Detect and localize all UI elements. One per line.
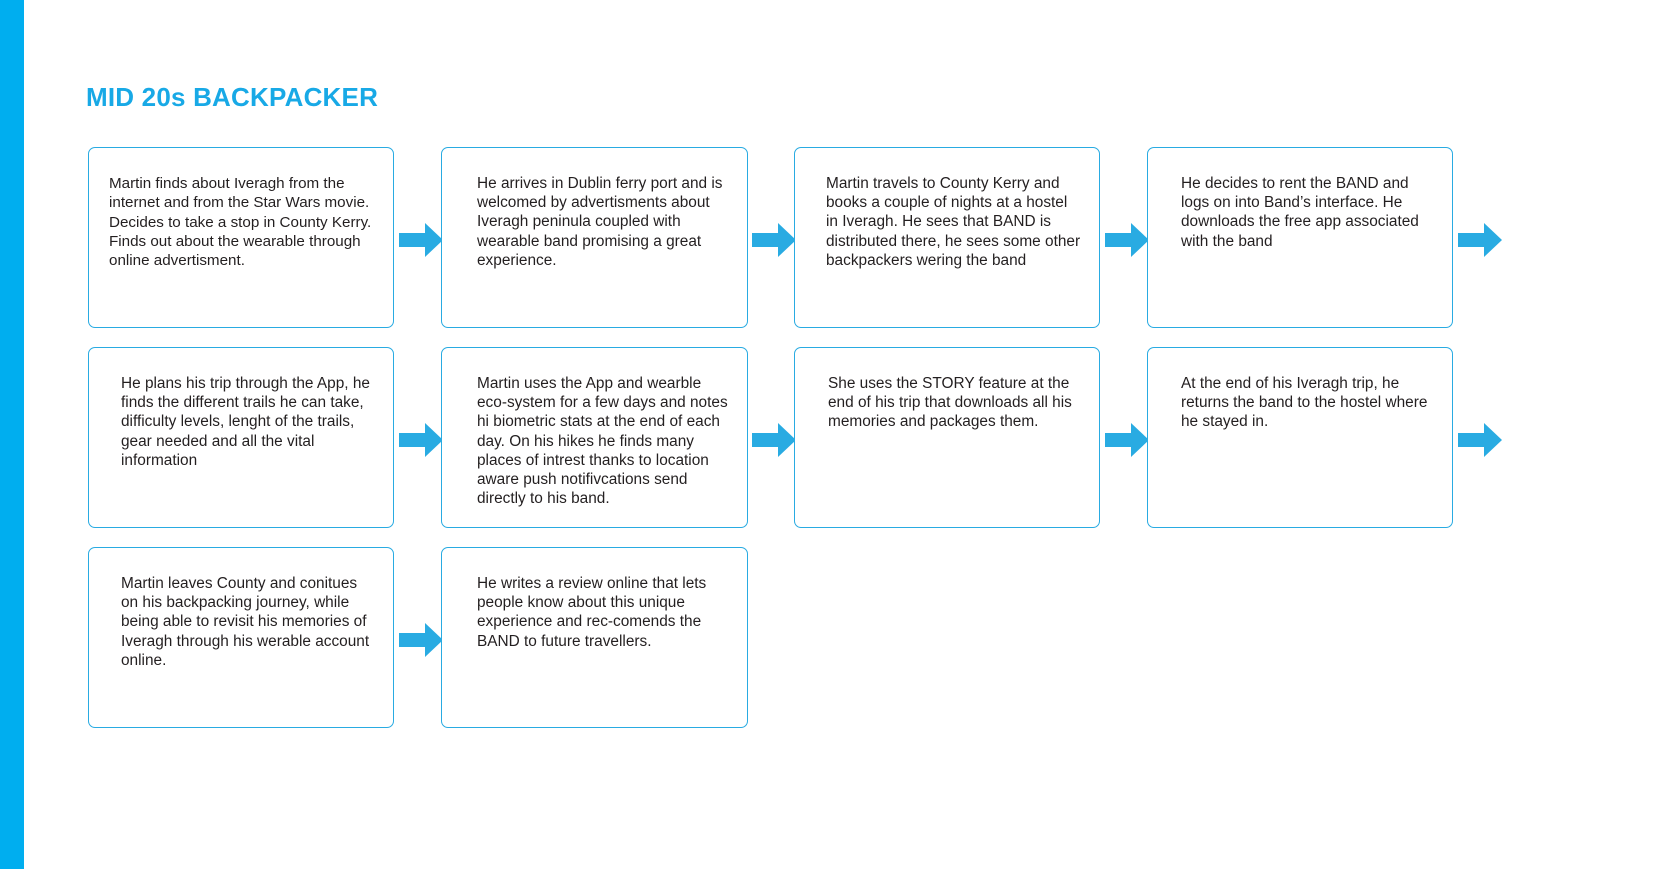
- flow-card-8[interactable]: At the end of his Iveragh trip, he retur…: [1147, 347, 1453, 528]
- flow-row-2: He plans his trip through the App, he fi…: [0, 345, 1656, 545]
- arrow-right-icon: [752, 423, 796, 457]
- flow-card-6[interactable]: Martin uses the App and wearble eco-syst…: [441, 347, 748, 528]
- left-accent-bar: [0, 0, 24, 869]
- flow-card-text: She uses the STORY feature at the end of…: [828, 375, 1072, 431]
- flow-card-9[interactable]: Martin leaves County and conitues on his…: [88, 547, 394, 728]
- flow-card-1[interactable]: Martin finds about Iveragh from the inte…: [88, 147, 394, 328]
- arrow-right-icon: [399, 623, 443, 657]
- arrow-right-icon: [1105, 223, 1149, 257]
- arrow-right-icon: [752, 223, 796, 257]
- flow-card-3[interactable]: Martin travels to County Kerry and books…: [794, 147, 1100, 328]
- arrow-right-icon: [1105, 423, 1149, 457]
- flow-card-5[interactable]: He plans his trip through the App, he fi…: [88, 347, 394, 528]
- arrow-right-icon: [1458, 423, 1502, 457]
- arrow-right-icon: [1458, 223, 1502, 257]
- flow-card-7[interactable]: She uses the STORY feature at the end of…: [794, 347, 1100, 528]
- flow-card-text: He decides to rent the BAND and logs on …: [1181, 175, 1419, 250]
- flow-card-text: Martin travels to County Kerry and books…: [826, 175, 1081, 269]
- flow-row-3: Martin leaves County and conitues on his…: [0, 545, 1656, 745]
- flow-card-text: Martin leaves County and conitues on his…: [121, 575, 370, 669]
- arrow-right-icon: [399, 423, 443, 457]
- page-title: MID 20s BACKPACKER: [86, 82, 379, 112]
- journey-flow-board: Martin finds about Iveragh from the inte…: [0, 145, 1656, 745]
- flow-card-text: He writes a review online that lets peop…: [477, 575, 707, 650]
- flow-card-10[interactable]: He writes a review online that lets peop…: [441, 547, 748, 728]
- flow-card-2[interactable]: He arrives in Dublin ferry port and is w…: [441, 147, 748, 328]
- flow-card-text: Martin finds about Iveragh from the inte…: [109, 175, 372, 270]
- arrow-right-icon: [399, 223, 443, 257]
- flow-card-text: Martin uses the App and wearble eco-syst…: [477, 375, 728, 508]
- flow-card-text: At the end of his Iveragh trip, he retur…: [1181, 375, 1428, 431]
- flow-card-4[interactable]: He decides to rent the BAND and logs on …: [1147, 147, 1453, 328]
- flow-row-1: Martin finds about Iveragh from the inte…: [0, 145, 1656, 345]
- flow-card-text: He plans his trip through the App, he fi…: [121, 375, 370, 469]
- flow-card-text: He arrives in Dublin ferry port and is w…: [477, 175, 723, 269]
